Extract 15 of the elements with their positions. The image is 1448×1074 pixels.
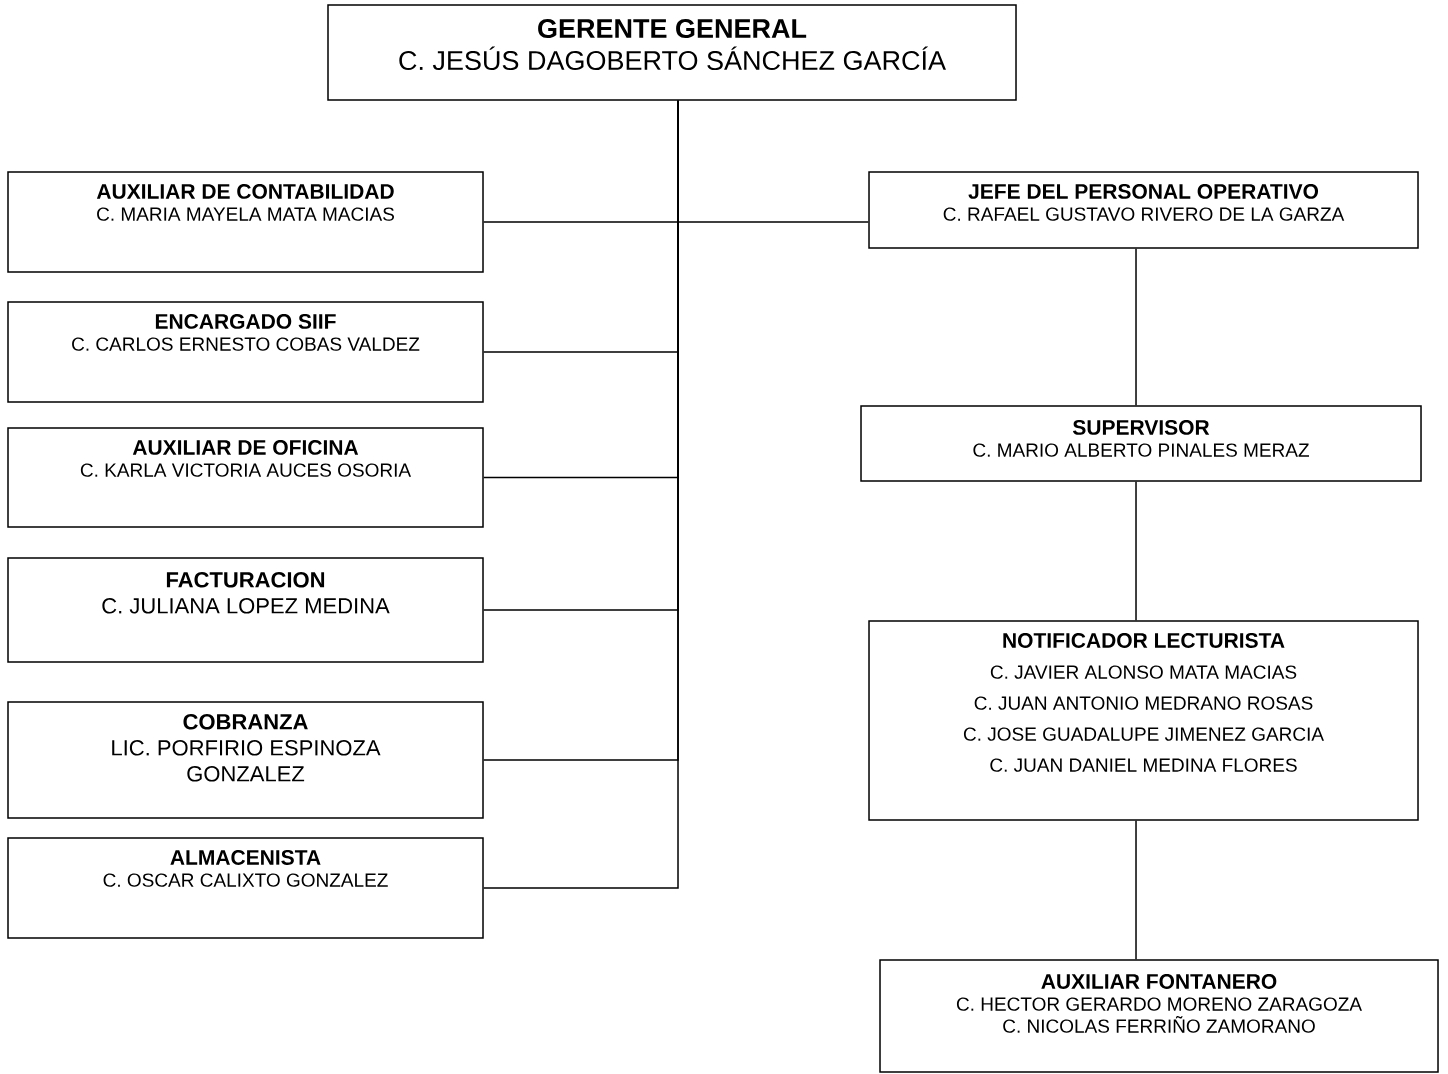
connector-line — [1135, 248, 1137, 406]
org-box: AUXILIAR DE CONTABILIDAD C. MARIA MAYELA MATA MACIAS — [7, 171, 484, 273]
org-box: SUPERVISOR C. MARIO ALBERTO PINALES MERAZ — [860, 405, 1422, 482]
org-box: FACTURACION C. JULIANA LOPEZ MEDINA — [7, 557, 484, 663]
org-box: AUXILIAR DE OFICINA C. KARLA VICTORIA AUCES OSORIA — [7, 427, 484, 528]
connector-line — [677, 100, 869, 223]
org-box: NOTIFICADOR LECTURISTA C. JAVIER ALONSO MATA MACIAS C. JUAN ANTONIO MEDRANO ROSAS C. JOSE GUADALUPE JIMENEZ GARCIA C. JUAN DANIEL MEDINA FLORES — [868, 620, 1419, 821]
org-box: JEFE DEL PERSONAL OPERATIVO C. RAFAEL GUSTAVO RIVERO DE LA GARZA — [868, 171, 1419, 249]
org-box: AUXILIAR FONTANERO C. HECTOR GERARDO MORENO ZARAGOZA C. NICOLAS FERRIÑO ZAMORANO — [879, 959, 1439, 1073]
org-box: ENCARGADO SIIF C. CARLOS ERNESTO COBAS VALDEZ — [7, 301, 484, 403]
connector-line — [1135, 820, 1137, 960]
org-box: ALMACENISTA C. OSCAR CALIXTO GONZALEZ — [7, 837, 484, 939]
org-box: GERENTE GENERAL C. JESÚS DAGOBERTO SÁNCHEZ GARCÍA — [327, 4, 1017, 101]
org-box: COBRANZA LIC. PORFIRIO ESPINOZA GONZALEZ — [7, 701, 484, 819]
connector-line — [1135, 481, 1137, 621]
